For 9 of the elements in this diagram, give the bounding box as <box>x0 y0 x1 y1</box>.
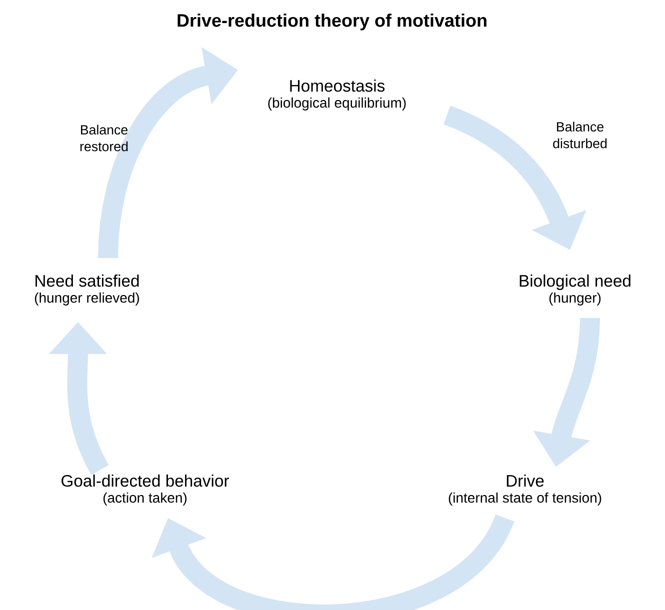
stage-label: Goal-directed behavior (action taken) <box>62 474 229 506</box>
stage-label: Drive (internal state of tension) <box>448 474 602 506</box>
stage-label: Homeostasis (biological equilibrium) <box>268 80 406 110</box>
stage-label: Need satisfied (hunger relieved) <box>34 274 139 306</box>
arrow <box>152 513 514 610</box>
edge-label: Balance restored <box>80 124 128 152</box>
title: Drive-reduction theory of motivation <box>178 14 486 30</box>
stage-label: Biological need (hunger) <box>520 274 630 306</box>
edge-label: Balance disturbed <box>553 122 607 148</box>
